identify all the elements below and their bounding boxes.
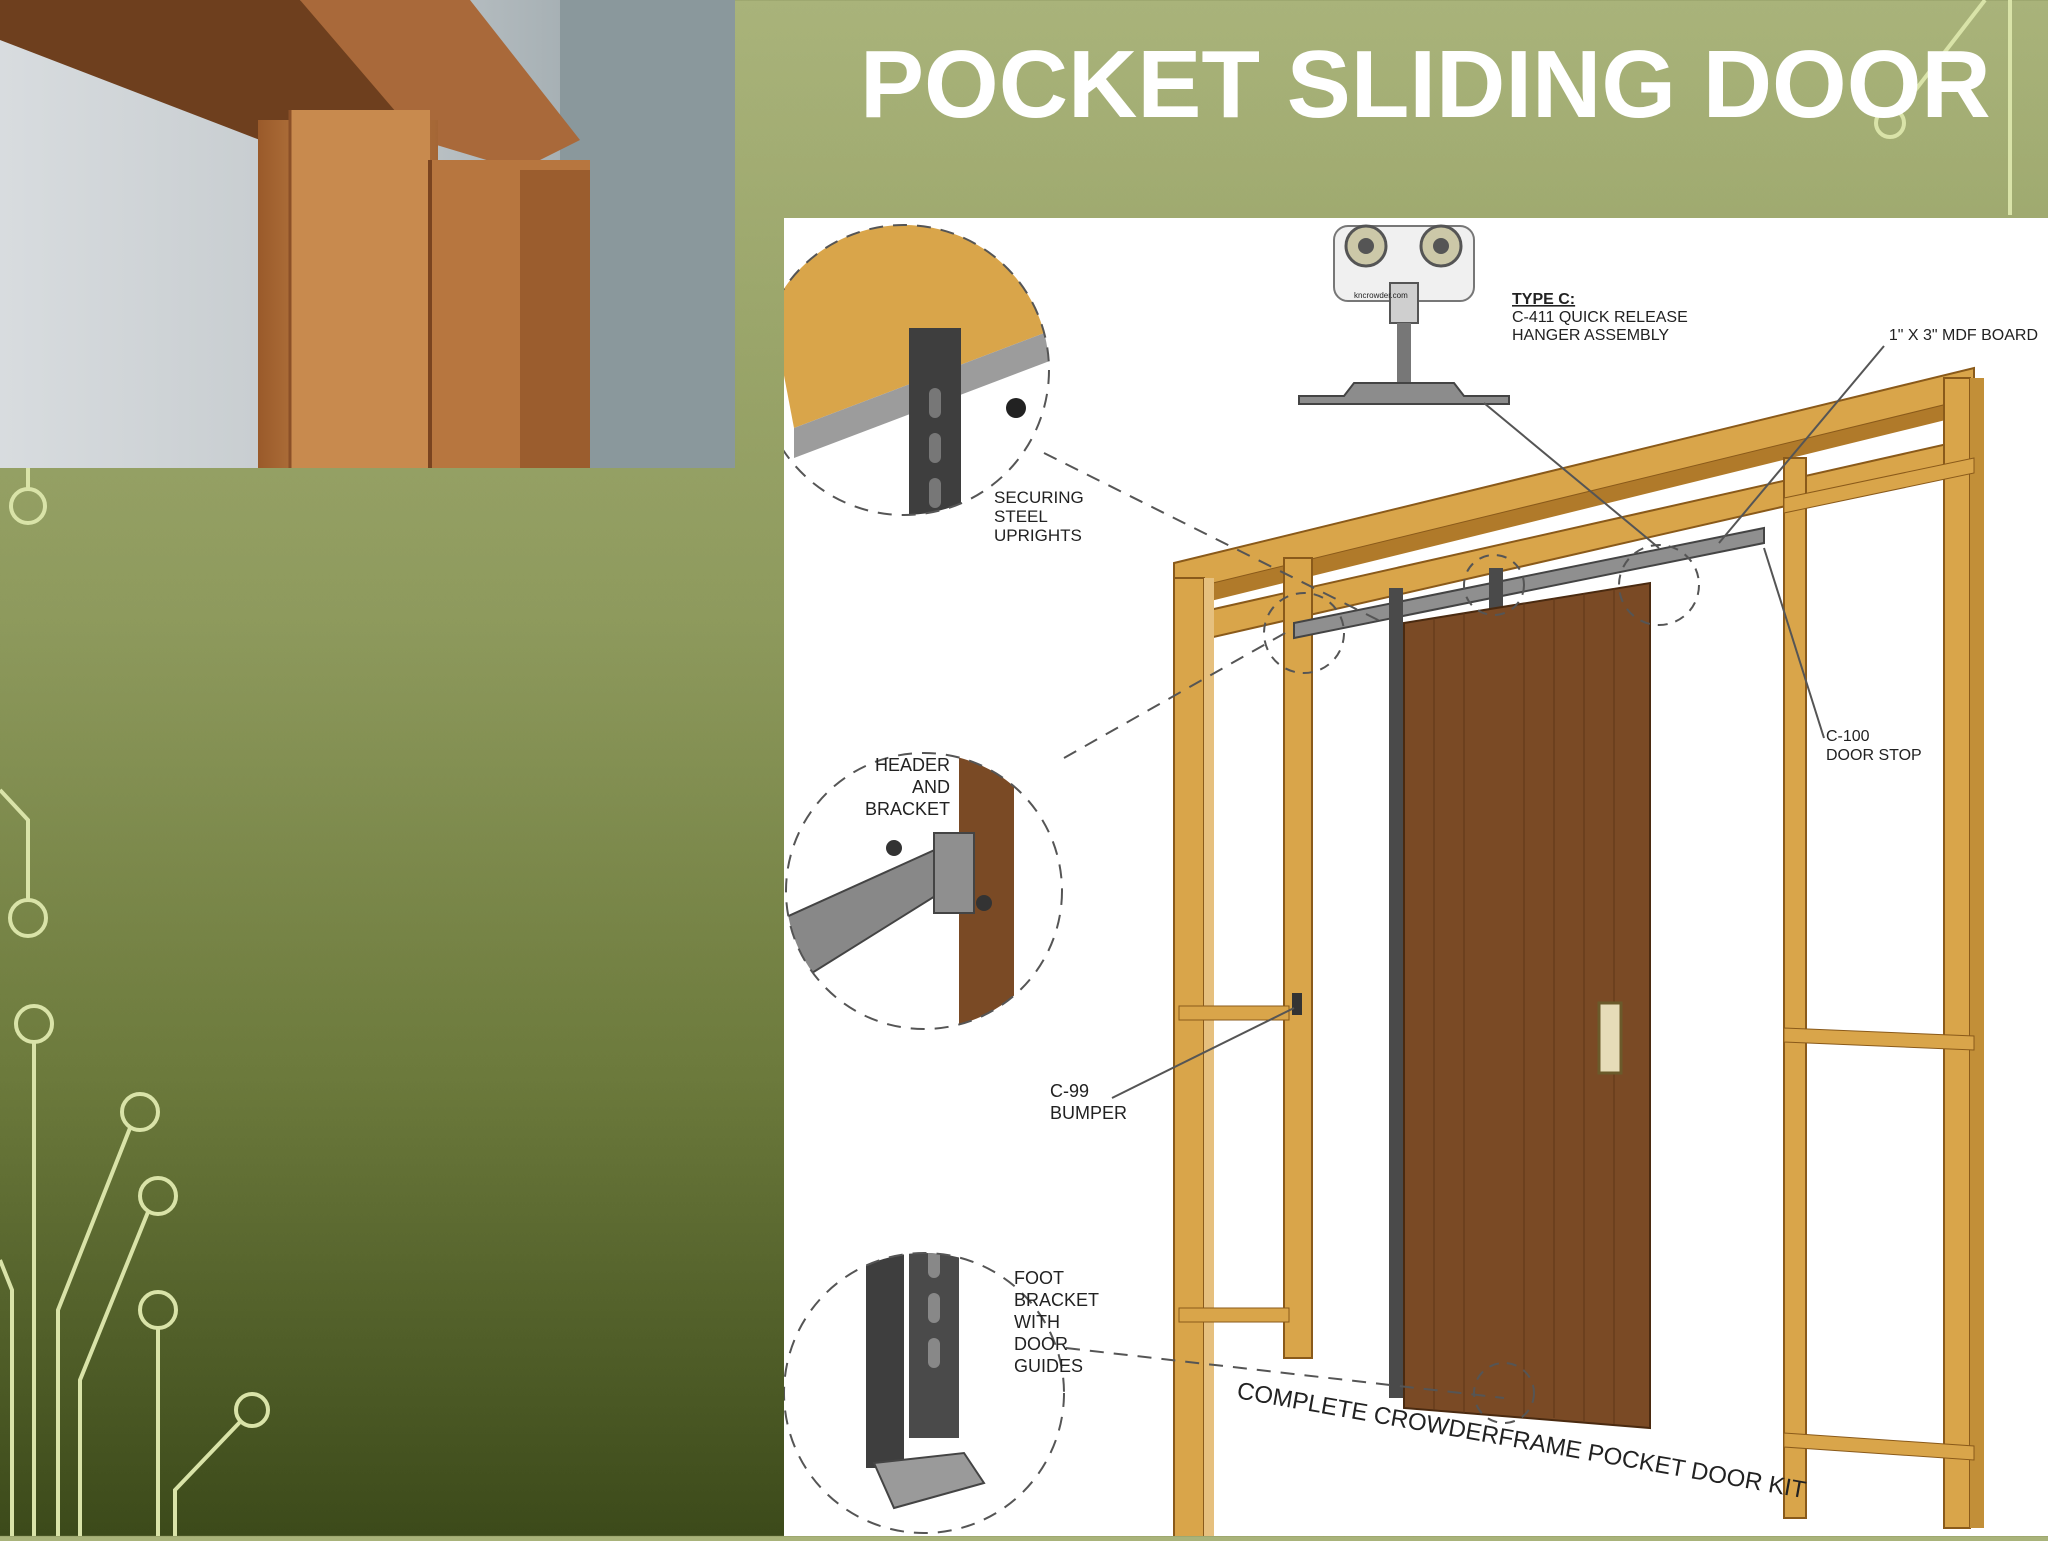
inset-header-bracket: HEADER AND BRACKET: [785, 752, 1063, 1030]
foot-label-3: WITH: [1014, 1312, 1060, 1332]
diagram-svg: kncrowder.com SECURING STEEL UPRIGHTS: [758, 224, 2038, 1539]
inset-securing-uprights: SECURING STEEL UPRIGHTS: [758, 224, 1084, 545]
type-line-1: C-411 QUICK RELEASE: [1512, 309, 1688, 326]
door-stop-label: DOOR STOP: [1826, 747, 1922, 764]
bumper-part: [1292, 993, 1302, 1015]
track: [1293, 526, 1765, 640]
type-heading: TYPE C:: [1512, 291, 1575, 308]
bumper-code: C-99: [1050, 1081, 1089, 1101]
door-panel: [1403, 581, 1651, 1430]
door-pull-handle: [1597, 1001, 1623, 1075]
header-label-2: AND: [912, 777, 950, 797]
header-label-1: HEADER: [875, 755, 950, 775]
wood-frame: [1173, 366, 1984, 1539]
mdf-board-label: 1" X 3" MDF BOARD: [1889, 327, 2038, 344]
foot-label-4: DOOR: [1014, 1334, 1068, 1354]
foot-label-2: BRACKET: [1014, 1290, 1099, 1310]
hanger-brand: kncrowder.com: [1354, 291, 1408, 300]
foot-label-1: FOOT: [1014, 1268, 1064, 1288]
door-stop-code: C-100: [1826, 728, 1870, 745]
securing-label-2: STEEL: [994, 507, 1048, 526]
hanger-assembly: kncrowder.com: [1298, 224, 1510, 405]
header-label-3: BRACKET: [865, 799, 950, 819]
securing-label-3: UPRIGHTS: [994, 526, 1082, 545]
pocket-door-kit-diagram: kncrowder.com SECURING STEEL UPRIGHTS: [758, 218, 2048, 1539]
inset-foot-bracket: FOOT BRACKET WITH DOOR GUIDES: [783, 1252, 1099, 1534]
steel-upright-left: [1389, 588, 1403, 1398]
page-title: POCKET SLIDING DOOR: [860, 31, 1991, 138]
door-frame-photo: [0, 0, 735, 468]
type-line-2: HANGER ASSEMBLY: [1512, 327, 1669, 344]
foot-label-5: GUIDES: [1014, 1356, 1083, 1376]
bumper-label: BUMPER: [1050, 1103, 1127, 1123]
securing-label-1: SECURING: [994, 488, 1084, 507]
